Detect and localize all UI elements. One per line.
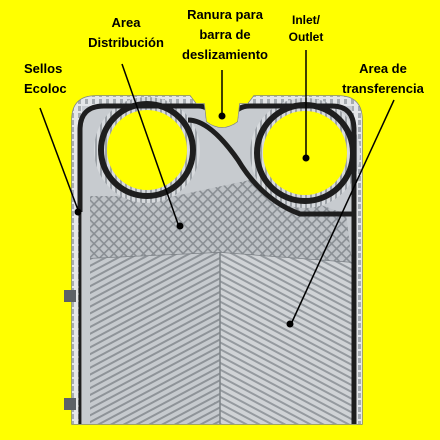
leader-line-sellos xyxy=(39,107,79,211)
marker-dot-sellos xyxy=(74,208,82,216)
plate xyxy=(64,95,363,425)
marker-dot-distribucion xyxy=(176,222,184,230)
label-line: Inlet/ xyxy=(291,13,320,27)
label-area-transferencia: Area de transferencia xyxy=(336,59,430,99)
gasket-clip xyxy=(64,290,76,302)
label-line: Ecoloc xyxy=(24,81,67,96)
label-line: Distribución xyxy=(88,35,164,50)
inlet-outlet-port xyxy=(254,102,356,204)
marker-dot-transferencia xyxy=(286,320,294,328)
label-line: Ranura para xyxy=(187,7,263,22)
label-line: Sellos xyxy=(24,61,63,76)
label-line: Area xyxy=(111,15,141,30)
marker-dot-inlet xyxy=(302,154,310,162)
label-line: Area de xyxy=(359,61,407,76)
label-line: transferencia xyxy=(342,81,424,96)
leader-dots xyxy=(74,112,310,328)
leader-line-transferencia xyxy=(291,99,395,323)
diagonal-gasket xyxy=(187,117,352,217)
label-line: Outlet xyxy=(288,30,324,44)
gasket-clip xyxy=(64,398,76,410)
label-line: deslizamiento xyxy=(182,47,268,62)
leader-lines xyxy=(39,50,395,323)
heat-transfer-chevron-area xyxy=(89,251,353,424)
label-line: barra de xyxy=(199,27,251,42)
label-ranura: Ranura para barra de deslizamiento xyxy=(170,5,280,65)
left-port xyxy=(98,101,196,199)
label-area-distribucion: Area Distribución xyxy=(86,13,166,53)
marker-dot-ranura xyxy=(218,112,226,120)
leader-line-distribucion xyxy=(121,63,179,225)
label-inlet-outlet: Inlet/ Outlet xyxy=(278,12,334,46)
label-sellos-ecoloc: Sellos Ecoloc xyxy=(24,59,67,99)
